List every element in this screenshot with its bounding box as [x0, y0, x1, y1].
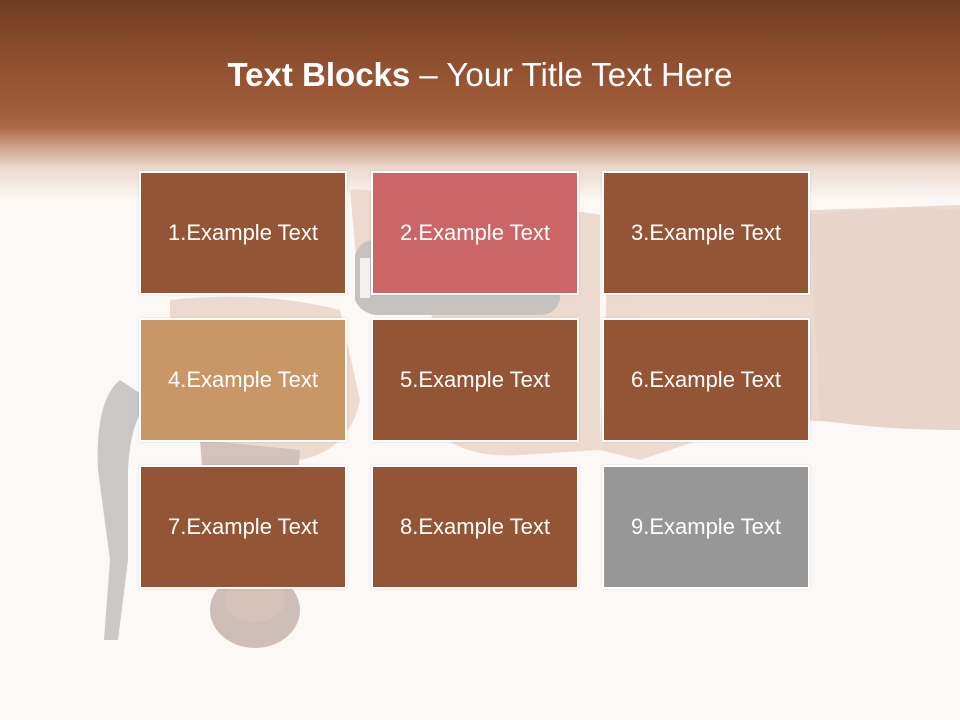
text-block-5: 5.Example Text — [371, 318, 579, 442]
text-block-label: 4.Example Text — [167, 367, 318, 392]
text-block-label: 5.Example Text — [399, 367, 550, 392]
text-block-label: 1.Example Text — [167, 220, 318, 245]
text-block-2: 2.Example Text — [371, 171, 579, 295]
title-dash: – — [410, 56, 447, 93]
text-block-label: 3.Example Text — [630, 220, 781, 245]
text-block-8: 8.Example Text — [371, 465, 579, 589]
slide-title: Text Blocks – Your Title Text Here — [0, 52, 960, 98]
text-block-label: 7.Example Text — [167, 514, 318, 539]
text-block-9: 9.Example Text — [602, 465, 810, 589]
title-bold: Text Blocks — [227, 56, 411, 93]
text-block-3: 3.Example Text — [602, 171, 810, 295]
text-block-4: 4.Example Text — [139, 318, 347, 442]
text-block-7: 7.Example Text — [139, 465, 347, 589]
header-band — [0, 0, 960, 200]
text-block-label: 9.Example Text — [630, 514, 781, 539]
text-block-label: 6.Example Text — [630, 367, 781, 392]
text-block-6: 6.Example Text — [602, 318, 810, 442]
text-block-1: 1.Example Text — [139, 171, 347, 295]
title-rest: Your Title Text Here — [446, 56, 733, 93]
text-block-label: 8.Example Text — [399, 514, 550, 539]
text-block-label: 2.Example Text — [399, 220, 550, 245]
